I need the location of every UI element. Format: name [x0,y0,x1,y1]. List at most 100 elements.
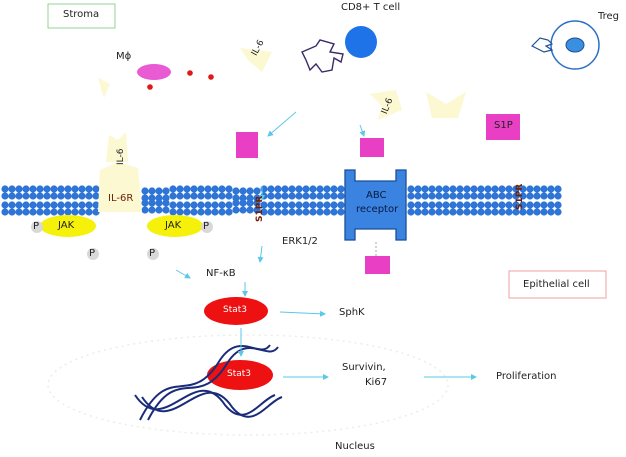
membrane-bead [22,201,30,209]
membrane-bead [218,185,226,193]
membrane-bead [533,185,541,193]
membrane-bead [43,201,51,209]
membrane-bead [246,199,254,207]
membrane-bead [526,185,534,193]
membrane-bead [295,185,303,193]
abc-label-2: receptor [356,204,399,215]
membrane-bead [295,208,303,216]
membrane-bead [15,192,23,200]
membrane-bead [533,201,541,209]
membrane-bead [260,208,268,216]
membrane-bead [526,192,534,200]
membrane-bead [239,199,247,207]
membrane-bead [260,185,268,193]
membrane-bead [512,208,520,216]
membrane-bead [309,201,317,209]
membrane-bead [309,185,317,193]
membrane-bead [218,192,226,200]
membrane-bead [337,208,345,216]
membrane-bead [554,208,562,216]
membrane-bead [302,201,310,209]
membrane-bead [554,201,562,209]
membrane-bead [456,192,464,200]
membrane-bead [246,187,254,195]
il6r-label: IL-6R [108,193,134,204]
membrane-bead [414,201,422,209]
membrane-bead [267,208,275,216]
membrane-bead [519,201,527,209]
membrane-bead [57,185,65,193]
membrane-bead [176,185,184,193]
membrane-bead [204,192,212,200]
p-label-4: P [149,248,156,259]
membrane-bead [456,201,464,209]
membrane-bead [197,208,205,216]
jak-left [40,215,96,237]
membrane-bead [92,185,100,193]
membrane-bead [246,206,254,214]
macrophage [137,64,214,90]
membrane-bead [288,208,296,216]
membrane-bead [211,201,219,209]
stat3-upper [204,297,268,325]
membrane-bead [421,208,429,216]
membrane-bead [449,192,457,200]
dna-helix [134,344,283,421]
membrane-bead [71,192,79,200]
membrane-bead [92,192,100,200]
s1p-label: S1P [494,120,513,131]
membrane-bead [267,185,275,193]
membrane-bead [540,208,548,216]
membrane-bead [302,192,310,200]
membrane-bead [302,208,310,216]
membrane-bead [540,185,548,193]
membrane-bead [78,192,86,200]
macrophage-label: Mϕ [116,51,132,62]
membrane-bead [281,185,289,193]
membrane-bead [155,206,163,214]
proliferation-label: Proliferation [496,371,557,382]
membrane-bead [190,185,198,193]
membrane-bead [155,187,163,195]
membrane-bead [141,194,149,202]
epithelial-box [508,270,607,299]
membrane-bead [197,185,205,193]
membrane-bead [204,185,212,193]
membrane-bead [78,201,86,209]
membrane-bead [253,187,261,195]
membrane-bead [239,187,247,195]
membrane-bead [456,185,464,193]
membrane-bead [148,187,156,195]
s1pr-left-label: S1PR [255,195,265,222]
membrane-bead [29,185,37,193]
membrane-bead [309,192,317,200]
membrane-bead [64,192,72,200]
nucleus-label: Nucleus [335,441,375,452]
membrane-bead [169,208,177,216]
membrane-bead [246,194,254,202]
nfkb-label: NF-κB [206,268,236,279]
membrane-bead [15,185,23,193]
membrane-bead [442,201,450,209]
membrane-bead [407,208,415,216]
membrane-bead [85,185,93,193]
membrane-bead [407,185,415,193]
membrane-bead [162,199,170,207]
membrane-bead [148,206,156,214]
treg-label: Treg [598,11,620,22]
membrane-bead [225,192,233,200]
membrane-bead [512,201,520,209]
membrane-bead [267,201,275,209]
membrane-bead [85,192,93,200]
abc-label-1: ABC [366,190,387,201]
membrane-bead [533,192,541,200]
il6-label-bound: IL-6 [116,148,126,165]
membrane-bead [29,192,37,200]
membrane-bead [498,208,506,216]
membrane-bead [15,208,23,216]
membrane-bead [470,201,478,209]
membrane-bead [183,192,191,200]
membrane-bead [253,206,261,214]
membrane-bead [316,185,324,193]
